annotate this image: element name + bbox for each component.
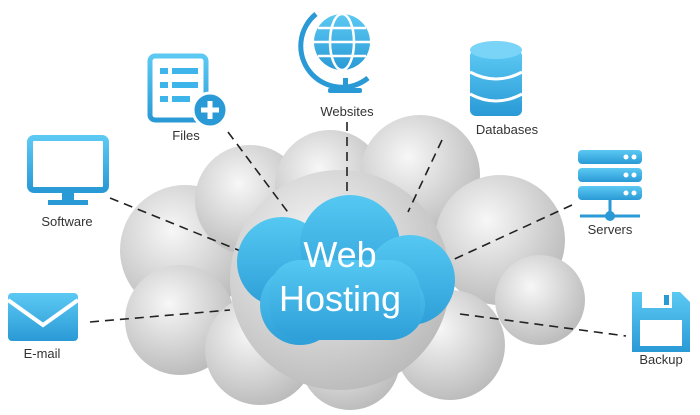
websites-label: Websites — [320, 104, 374, 119]
floppy-disk-icon — [632, 292, 690, 352]
web-hosting-cloud — [237, 195, 455, 345]
web-hosting-title: Web Hosting — [240, 233, 440, 321]
backup-label: Backup — [639, 352, 683, 367]
servers-icon — [578, 150, 642, 221]
globe-icon — [298, 12, 370, 93]
title-line-1: Web — [303, 234, 377, 275]
files-icon — [147, 53, 229, 129]
database-icon — [469, 41, 523, 116]
email-icon — [6, 293, 80, 341]
files-label: Files — [172, 128, 200, 143]
email-label: E-mail — [23, 346, 61, 361]
connector-lines — [89, 122, 627, 337]
servers-label: Servers — [587, 222, 633, 237]
databases-label: Databases — [475, 122, 539, 137]
monitor-icon — [27, 135, 109, 205]
software-label: Software — [41, 214, 93, 229]
title-line-2: Hosting — [278, 278, 402, 319]
